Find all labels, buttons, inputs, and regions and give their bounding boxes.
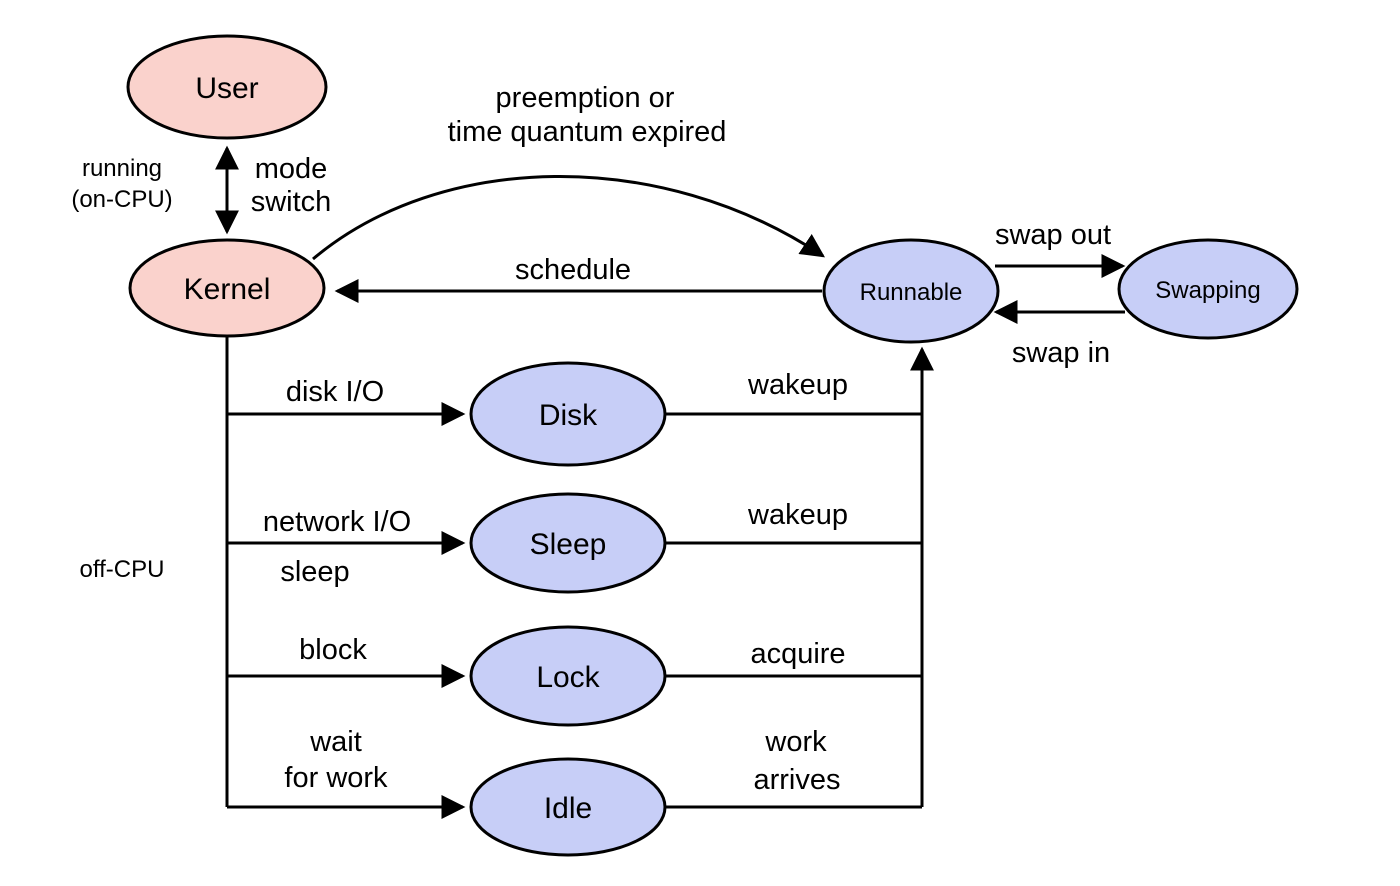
label-swap-out: swap out [995, 219, 1111, 251]
label-preemption-line2: time quantum expired [448, 116, 727, 148]
node-swapping-shape [1117, 238, 1299, 340]
label-wakeup-sleep: wakeup [747, 499, 848, 531]
label-running-line1: running [82, 155, 162, 182]
label-wait-line2: for work [284, 762, 388, 794]
node-sleep-label: Sleep [530, 528, 607, 561]
label-work-arrives-line1: work [764, 726, 827, 758]
label-schedule: schedule [515, 254, 631, 286]
node-swapping-label: Swapping [1155, 277, 1260, 304]
node-idle: Idle [469, 757, 667, 857]
node-runnable-label: Runnable [860, 279, 963, 306]
node-disk-shape [469, 361, 667, 467]
label-acquire: acquire [750, 638, 845, 670]
node-runnable: Runnable [822, 238, 1000, 344]
node-user-shape [126, 34, 328, 140]
nodes: User Kernel Runnable Swapping Disk Sleep [126, 34, 1299, 857]
label-disk-io: disk I/O [286, 376, 384, 408]
label-swap-in: swap in [1012, 337, 1110, 369]
node-kernel-shape [128, 238, 326, 338]
label-network-io: network I/O [263, 506, 411, 538]
node-user: User [126, 34, 328, 140]
label-sleep-action: sleep [280, 556, 349, 588]
label-block: block [299, 634, 367, 666]
node-runnable-shape [822, 238, 1000, 344]
node-idle-label: Idle [544, 792, 592, 825]
node-kernel: Kernel [128, 238, 326, 338]
node-kernel-label: Kernel [184, 273, 271, 306]
node-sleep: Sleep [469, 492, 667, 594]
node-sleep-shape [469, 492, 667, 594]
label-wait-line1: wait [309, 726, 362, 758]
node-disk-label: Disk [539, 399, 598, 432]
node-idle-shape [469, 757, 667, 857]
edge-preemption-arrow [312, 175, 825, 261]
label-off-cpu: off-CPU [80, 556, 165, 583]
label-running-line2: (on-CPU) [71, 186, 172, 213]
node-disk: Disk [469, 361, 667, 467]
node-lock: Lock [469, 625, 667, 727]
node-swapping: Swapping [1117, 238, 1299, 340]
node-lock-label: Lock [536, 661, 600, 694]
label-preemption-line1: preemption or [496, 82, 675, 114]
label-mode-switch-line1: mode [255, 153, 328, 185]
label-wakeup-disk: wakeup [747, 369, 848, 401]
label-work-arrives-line2: arrives [753, 764, 840, 796]
label-mode-switch-line2: switch [251, 186, 332, 218]
node-lock-shape [469, 625, 667, 727]
edges [215, 145, 1126, 819]
edge-labels: running (on-CPU) mode switch preemption … [71, 82, 1111, 796]
node-user-label: User [195, 72, 258, 105]
